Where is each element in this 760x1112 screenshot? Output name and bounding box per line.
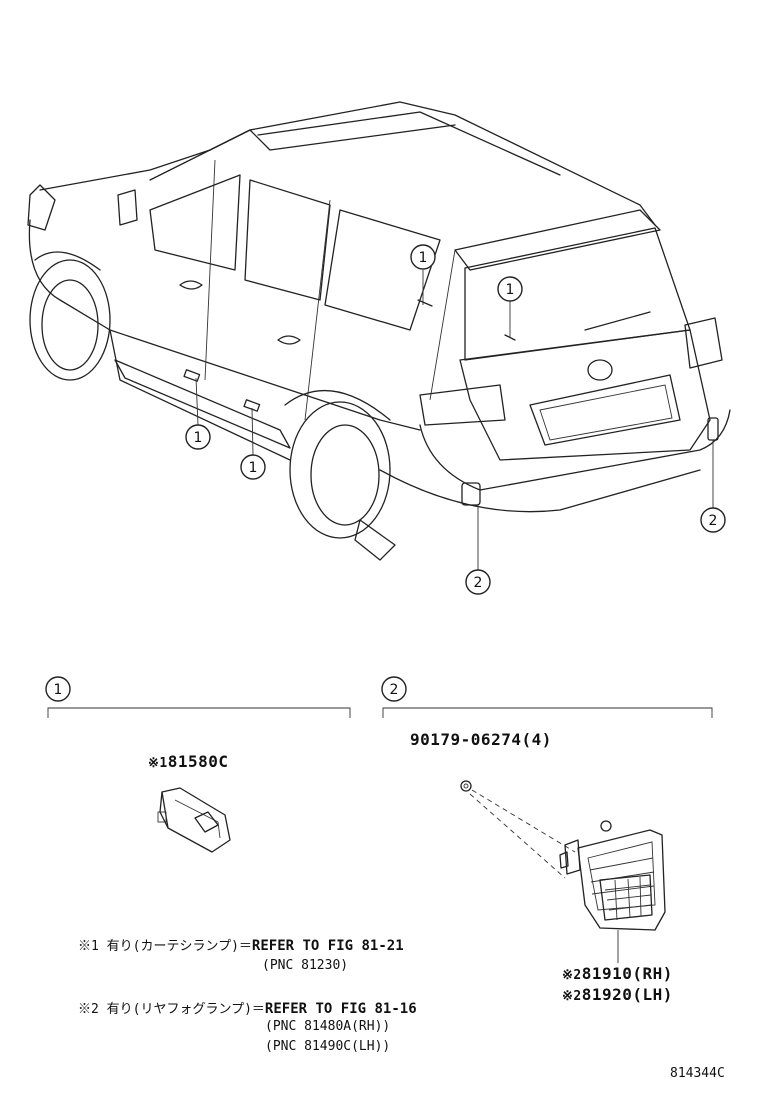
callout-2-right-bumper: 2: [700, 507, 726, 533]
screw-part: [460, 780, 576, 879]
callout-2-left-bumper: 2: [465, 569, 491, 595]
note-2-line: ※2 有り(リヤフォグランプ)＝REFER TO FIG 81-16: [78, 998, 417, 1017]
svg-text:1: 1: [194, 430, 203, 446]
part-label-81910: ※281910(RH): [562, 964, 673, 983]
svg-text:2: 2: [474, 575, 483, 591]
note-1-line: ※1 有り(カーテシランプ)＝REFER TO FIG 81-21: [78, 935, 404, 954]
figure-id: 814344C: [670, 1066, 725, 1081]
callout-1-rear-window: 1: [497, 276, 523, 302]
section-2-header: 2: [381, 676, 407, 702]
courtesy-lamp-part: [157, 787, 231, 853]
part-label-81920: ※281920(LH): [562, 985, 673, 1004]
note-1-reference: REFER TO FIG 81-21: [251, 938, 404, 954]
leader-lines: [195, 270, 714, 570]
note-2-pnc-rh: (PNC 81480A(RH)): [265, 1019, 391, 1034]
section-1-header: 1: [45, 676, 71, 702]
svg-text:2: 2: [709, 513, 718, 529]
part-number-81910-rh: 81910(RH): [581, 964, 673, 983]
rear-fog-lamp-part: [559, 820, 666, 963]
note-2-prefix: ※2 有り(リヤフォグランプ)＝: [78, 1002, 265, 1017]
svg-text:1: 1: [249, 460, 258, 476]
part-number-90179-06274: 90179-06274(4): [410, 730, 552, 749]
note-mark-2: ※2: [562, 989, 582, 1004]
svg-text:1: 1: [54, 682, 63, 698]
note-2-pnc-lh: (PNC 81490C(LH)): [265, 1039, 391, 1054]
callout-1-front-step: 1: [185, 424, 211, 450]
svg-text:1: 1: [506, 282, 515, 298]
note-1-prefix: ※1 有り(カーテシランプ)＝: [78, 939, 252, 954]
note-2-reference: REFER TO FIG 81-16: [264, 1001, 417, 1017]
callout-1-upper-window: 1: [410, 244, 436, 270]
note-1-pnc: (PNC 81230): [262, 958, 349, 973]
part-label-81580c: ※181580C: [148, 752, 229, 771]
svg-text:2: 2: [390, 682, 399, 698]
note-mark-2: ※2: [562, 968, 582, 983]
vehicle-outline: [27, 101, 731, 561]
part-number-81920-lh: 81920(LH): [581, 985, 673, 1004]
svg-text:1: 1: [419, 250, 428, 266]
note-mark-1: ※1: [148, 756, 168, 771]
callout-1-rear-step: 1: [240, 454, 266, 480]
section-brackets: [47, 707, 713, 718]
part-number-81580c: 81580C: [167, 752, 229, 771]
